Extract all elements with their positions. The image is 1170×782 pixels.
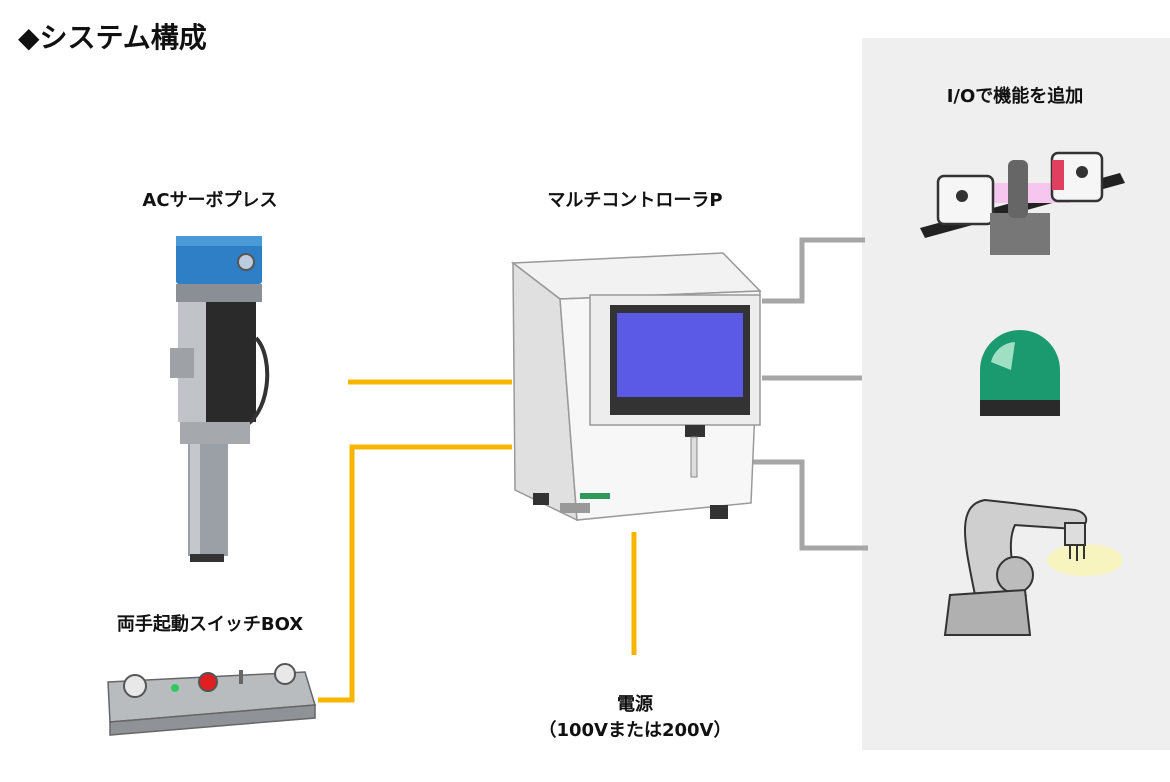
switch-box-label: 両手起動スイッチBOX <box>116 614 304 635</box>
wire-robot <box>750 459 868 551</box>
robot-arm-icon <box>943 498 1123 636</box>
switch-box-icon <box>107 663 316 736</box>
page-title: ◆システム構成 <box>18 21 207 54</box>
power-label: 電源 <box>617 694 653 715</box>
wire-switch <box>318 444 512 703</box>
power-voltage-label: （100Vまたは200V） <box>538 720 732 741</box>
servo-press-label: ACサーボプレス <box>142 190 278 211</box>
sensor-icon <box>920 151 1125 255</box>
controller-icon <box>510 252 762 522</box>
wire-sensor <box>762 237 865 304</box>
io-panel-label: I/Oで機能を追加 <box>946 86 1084 107</box>
signal-tower-icon <box>980 330 1060 416</box>
controller-label: マルチコントローラP <box>547 190 723 211</box>
servo-press-icon <box>170 236 270 562</box>
